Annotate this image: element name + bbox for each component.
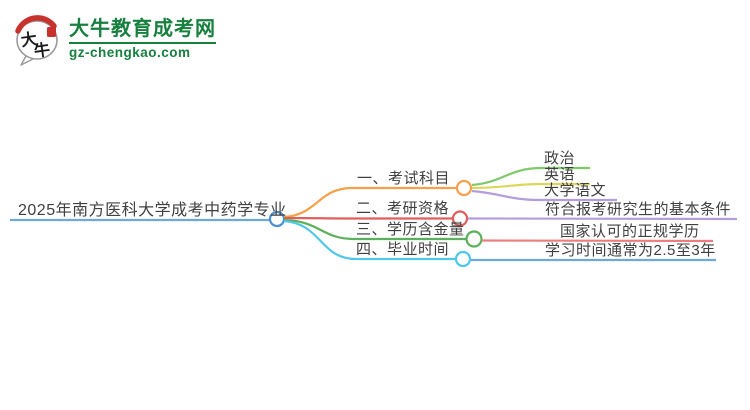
branch2-circle — [451, 210, 469, 227]
branch1-child3-line — [471, 189, 617, 202]
leaf-node-postgrad-conditions: 符合报考研究生的基本条件 — [545, 201, 732, 218]
branch3-line — [283, 218, 466, 241]
leaf-node-state-recognized: 国家认可的正规学历 — [560, 223, 700, 240]
branch-node-postgrad-eligibility: 二、考研资格 — [356, 200, 450, 217]
logo-red-seal — [47, 27, 56, 37]
leaf-node-college-chinese: 大学语文 — [544, 182, 607, 199]
branch-node-graduation-time: 四、毕业时间 — [356, 241, 450, 258]
branch4-circle — [454, 250, 472, 268]
logo-char-niu: 牛 — [33, 40, 52, 61]
logo-text-block: 大牛教育成考网 gz-chengkao.com — [69, 12, 216, 60]
branch1-child2-line — [471, 182, 590, 190]
root-node-label: 2025年南方医科大学成考中药学专业 — [18, 202, 287, 219]
leaf-node-english: 英语 — [544, 166, 576, 183]
branch1-line — [283, 186, 456, 219]
branch3-child1-line — [481, 239, 714, 243]
site-domain: gz-chengkao.com — [69, 45, 191, 60]
branch1-child1-line — [471, 166, 590, 187]
branch2-line — [283, 216, 452, 220]
branch2-child1-line — [467, 217, 738, 221]
leaf-node-politics: 政治 — [544, 150, 576, 167]
branch4-line — [283, 219, 455, 261]
leaf-node-study-duration: 学习时间通常为2.5至3年 — [545, 242, 716, 259]
daniu-bubble-icon: 大 牛 — [15, 15, 58, 66]
site-logo: 大 牛 大牛教育成考网 gz-chengkao.com — [13, 12, 216, 66]
branch3-circle — [465, 230, 483, 248]
site-name: 大牛教育成考网 — [69, 18, 216, 40]
branch-node-exam-subjects: 一、考试科目 — [357, 170, 451, 187]
branch1-circle — [455, 179, 473, 197]
logo-divider — [69, 42, 216, 44]
branch-node-degree-value: 三、学历含金量 — [356, 221, 465, 238]
logo-char-da: 大 — [20, 29, 39, 50]
logo-red-arc — [15, 15, 57, 34]
